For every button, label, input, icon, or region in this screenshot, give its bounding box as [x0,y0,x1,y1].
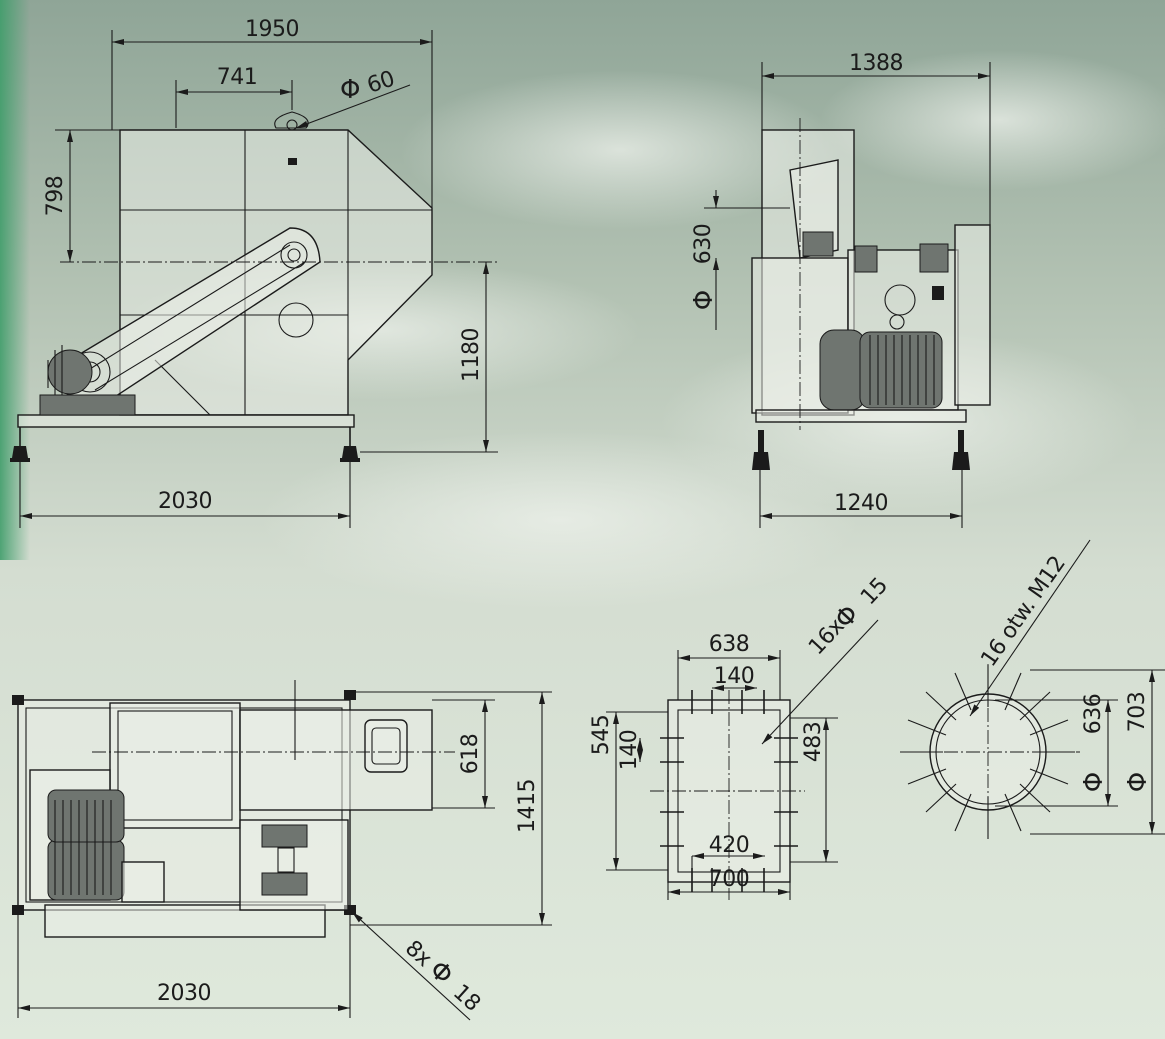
dimension-636: 636 Φ [995,694,1118,807]
dimension-700: 700 [667,867,791,900]
dimension-420: 420 [691,833,765,892]
round-flange: 636 Φ 703 Φ 16 otw. M12 [900,539,1165,840]
belt-guard [47,227,321,402]
dimension-1415: 1415 [350,691,552,926]
dimension-label: 8x [400,936,436,972]
dimension-703: 703 Φ [1030,669,1165,835]
dimension-2030-side: 2030 [19,462,351,528]
dimension-label: 18 [448,980,485,1017]
dimension-140-side: 140 [617,730,643,771]
top-bearings [239,819,349,911]
dimension-phi-630: 630 Φ [689,190,790,330]
dimension-545: 545 [589,711,668,871]
dimension-1180: 1180 [360,262,498,453]
phi-symbol: Φ [340,75,360,105]
dimension-741: 741 [175,65,293,128]
rectangular-flange: 638 140 545 140 483 420 [589,573,893,900]
dimension-label: 1388 [849,51,903,76]
dimension-label: 140 [714,664,755,689]
top-view: 618 1415 2030 8x Φ 18 [12,680,552,1021]
phi-symbol: Φ [1079,772,1109,792]
dimension-phi-60: Φ 60 [295,67,411,129]
dimension-feet-holes: 8x Φ 18 [351,911,485,1021]
dimension-2030-top: 2030 [17,912,351,1018]
dimension-label: 140 [617,730,642,771]
dimension-618: 618 [432,699,495,809]
dimension-label: 16 otw. M12 [976,552,1070,672]
motor [819,314,943,411]
dimension-label: 545 [589,715,614,756]
dimension-label: 1240 [834,491,888,516]
front-base [752,409,970,470]
side-view: 1950 741 Φ 60 798 1180 2030 [10,17,498,528]
dimension-label: 636 [1081,694,1106,735]
dimension-140-top: 140 [712,664,757,691]
phi-symbol: Φ [689,290,719,310]
dimension-label: 700 [709,867,750,892]
dimension-label: 60 [364,67,397,99]
dimension-1388: 1388 [761,51,991,225]
dimension-label: 618 [458,734,483,775]
dimension-round-holes: 16 otw. M12 [969,539,1091,717]
dimension-label: 1415 [515,779,540,833]
dimension-label: 2030 [157,981,211,1006]
dimension-1240: 1240 [759,470,963,528]
phi-symbol: Φ [1123,772,1153,792]
dimension-798: 798 [43,129,120,262]
dimension-1950: 1950 [111,17,433,208]
base-frame [10,394,360,462]
top-motor [29,769,165,903]
dimension-label: 2030 [158,489,212,514]
dimension-label: 420 [709,833,750,858]
dimension-label: 630 [691,224,716,265]
dimension-label: 741 [217,65,258,90]
dimension-483: 483 [790,717,838,863]
dimension-label: 1950 [245,17,299,42]
dimension-label: 1180 [459,328,484,382]
dimension-label: 798 [43,176,68,217]
dimension-label: 703 [1125,692,1150,733]
front-view: 1388 630 Φ 1240 [689,51,991,528]
dimension-label: 483 [801,722,826,763]
dimension-638: 638 [677,632,781,700]
dimension-label: 15 [856,573,893,610]
dimension-label: 638 [709,632,750,657]
